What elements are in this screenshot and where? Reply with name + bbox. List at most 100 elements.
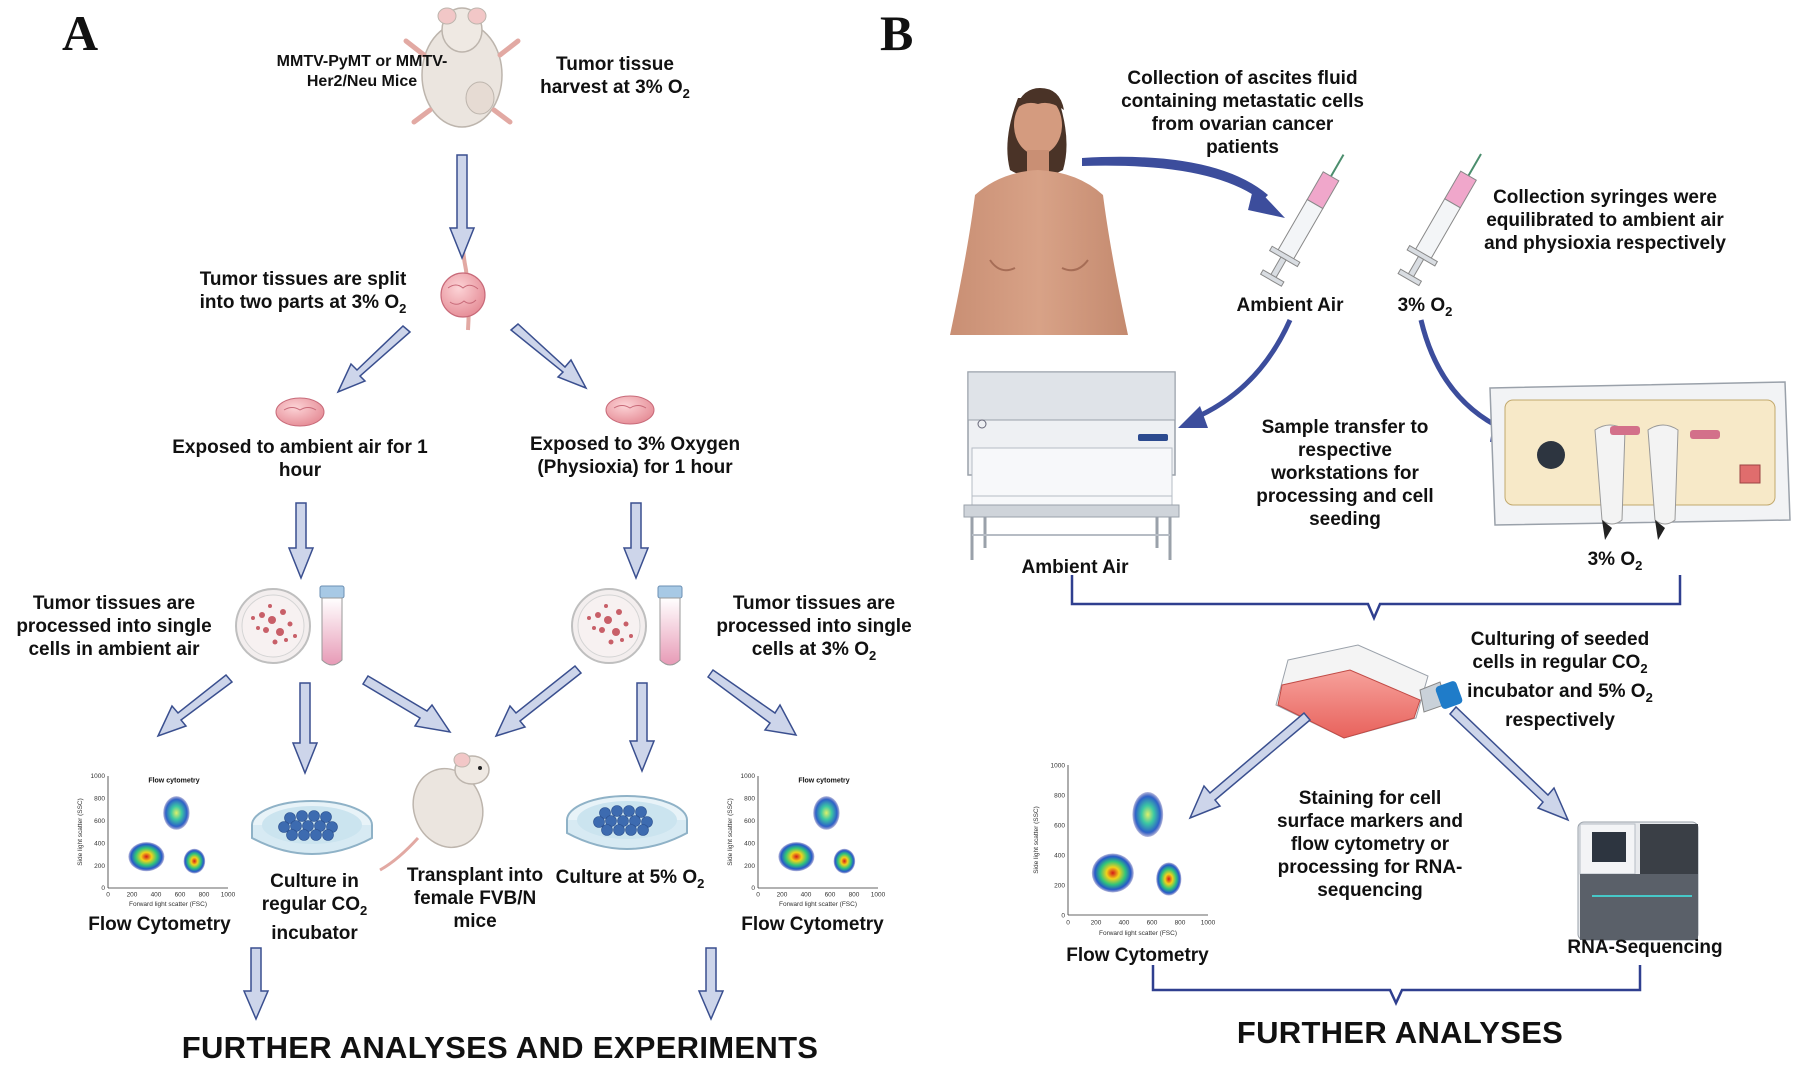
x-tick-label: 0 [1066,919,1070,926]
arrow-to-transplant-left [361,674,452,734]
culturing-line-3: incubator and 5% O [1467,680,1646,702]
staining-label: Staining for cell surface markers and fl… [1277,788,1463,901]
flow-cytometry-plot-b: 0020020040040060060080080010001000Forwar… [1033,762,1216,936]
culturing-line-2: cells in regular CO [1472,652,1641,673]
population-cluster [163,796,190,830]
further-analyses-experiments: FURTHER ANALYSES AND EXPERIMENTS [181,1030,819,1065]
population-cluster [1156,862,1182,896]
arrow-to-flow-b [1188,711,1312,820]
harvest-subscript: 2 [682,85,690,101]
processed-o2-line-2: cells at 3% O [751,639,869,660]
down-arrow-icon [622,502,650,581]
population-cluster [183,848,206,874]
population-cluster [833,848,856,874]
mouse-icon [403,7,521,331]
harvest-line-2: harvest at 3% O [540,77,683,98]
y-tick-label: 200 [1054,882,1065,889]
x-axis-label: Forward light scatter (FSC) [779,901,857,908]
ambient-air-hood-label: Ambient Air [1021,557,1129,578]
down-arrow-icon [242,947,270,1021]
population-cluster [778,842,815,872]
x-tick-label: 800 [849,892,860,899]
culture-5-text: Culture at 5% O [555,867,698,888]
curved-arrow-icon [1082,156,1285,218]
tumor-tissue-ambient-icon [275,397,325,427]
y-tick-label: 800 [744,796,755,803]
o2-chamber-text: 3% O [1587,549,1636,570]
x-tick-label: 200 [127,892,138,899]
y-tick-label: 600 [94,818,105,825]
flow-cytometry-plot-left: 0020020040040060060080080010001000Forwar… [77,773,236,908]
flow-cytometry-b-label: Flow Cytometry [1066,945,1209,966]
x-tick-label: 0 [106,892,110,899]
y-tick-label: 0 [751,885,755,892]
o2-chamber-subscript: 2 [1635,557,1643,573]
x-tick-label: 200 [777,892,788,899]
tumor-tissue-oxygen-icon [605,395,655,425]
y-tick-label: 400 [1054,852,1065,859]
x-tick-label: 200 [1091,919,1102,926]
petri-dish-icon [235,588,311,664]
plot-title: Flow cytometry [148,778,199,785]
flow-cytometry-right-label: Flow Cytometry [741,914,884,935]
hypoxia-chamber-icon [1489,381,1791,540]
patient-icon [950,88,1128,335]
culturing-label: Culturing of seeded cells in regular CO2… [1440,628,1680,732]
x-axis-label: Forward light scatter (FSC) [129,901,207,908]
down-arrow-icon [448,154,476,261]
bracket-top [1070,575,1682,622]
down-arrow-icon [697,947,725,1021]
culturing-subscript-1: 2 [1640,660,1648,676]
y-tick-label: 200 [744,863,755,870]
y-tick-label: 1000 [91,773,106,780]
harvest-line-1: Tumor tissue [556,54,674,75]
transplant-label: Transplant into female FVB/N mice [406,865,544,932]
culture-regular-subscript: 2 [359,902,368,918]
oxygen-exposure-label: Exposed to 3% Oxygen (Physioxia) for 1 h… [529,434,741,478]
x-tick-label: 400 [801,892,812,899]
culture-regular-line-2: regular CO [261,894,360,915]
biosafety-hood-icon [963,371,1180,560]
flow-cytometry-left-label: Flow Cytometry [88,914,231,935]
mouse-icon [379,752,490,872]
flow-cytometry-plot-right: 0020020040040060060080080010001000Forwar… [727,773,886,908]
y-tick-label: 0 [101,885,105,892]
culturing-line-4: respectively [1505,709,1615,731]
y-tick-label: 600 [744,818,755,825]
bracket-bottom [1151,965,1642,1006]
rna-sequencer-icon [1577,821,1699,941]
y-axis-label: Side light scatter (SSC) [77,798,84,866]
y-tick-label: 400 [94,840,105,847]
rna-sequencing-label: RNA-Sequencing [1567,937,1723,958]
arrow-to-flow-left [156,673,234,738]
y-axis-label: Side light scatter (SSC) [1033,806,1040,874]
processed-o2-line-1: Tumor tissues are processed into single [716,593,912,637]
x-tick-label: 400 [1119,919,1130,926]
sample-transfer-label: Sample transfer to respective workstatio… [1256,417,1434,530]
arrow-split-right [509,322,588,390]
y-tick-label: 800 [94,796,105,803]
syringe-ambient-icon [1259,154,1345,287]
arrow-to-transplant-right [494,664,583,738]
curved-arrow-icon [1178,318,1293,428]
y-tick-label: 1000 [1051,762,1066,769]
y-axis-label: Side light scatter (SSC) [727,798,734,866]
panel-letter-a: A [62,5,99,61]
x-tick-label: 1000 [221,892,236,899]
population-cluster [813,796,840,830]
processed-ambient-label: Tumor tissues are processed into single … [16,593,212,660]
arrow-to-flow-right [706,668,798,736]
split-label: Tumor tissues are split into two parts a… [178,268,428,320]
processed-o2-label: Tumor tissues are processed into single … [700,592,928,667]
o2-chamber-label: 3% O2 [1575,548,1655,577]
culture-5-subscript: 2 [697,875,705,891]
culture-dish-icon [566,795,688,850]
down-arrow-icon [287,502,315,581]
culture-regular-label: Culture in regular CO2 incubator [252,870,377,945]
x-tick-label: 600 [825,892,836,899]
culture-regular-line-3: incubator [271,922,358,944]
split-line-1: Tumor tissues are split [199,269,407,290]
ambient-air-syringe-label: Ambient Air [1236,295,1344,316]
x-tick-label: 600 [175,892,186,899]
